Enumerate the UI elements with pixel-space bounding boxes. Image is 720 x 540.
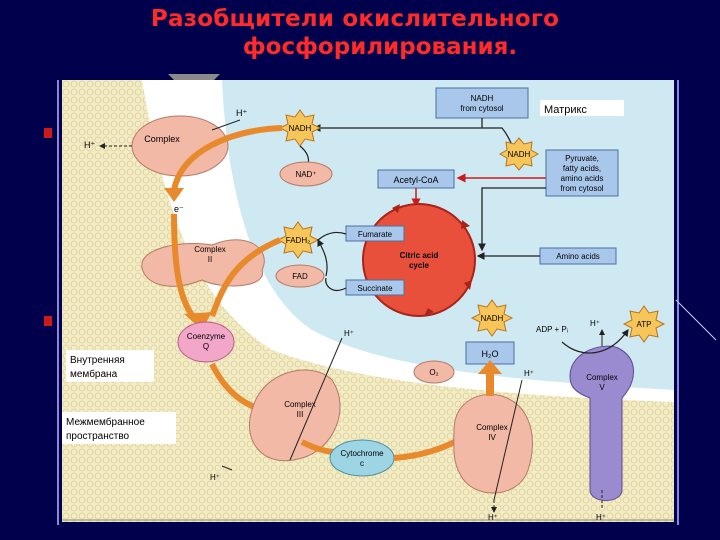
bullet-marker-1 <box>44 128 52 138</box>
nadh-bottom-label: NADH <box>481 314 504 323</box>
inner-membrane-label-box <box>66 350 154 382</box>
complex-iii-label-2: III <box>297 410 304 419</box>
slide-title: Разобщители окислительного фосфорилирова… <box>0 6 720 60</box>
citric-label-2: cycle <box>409 261 430 270</box>
coenzyme-label-2: Q <box>203 342 209 351</box>
h-plus-1: H⁺ <box>236 108 247 118</box>
fad-ellipse <box>275 264 325 288</box>
h2o-label: H₂O <box>482 349 499 359</box>
nadh-cytosol-label-1: NADH <box>471 94 494 103</box>
nadh-right-label: NADH <box>508 150 531 159</box>
complex-v-label-2: V <box>599 383 605 392</box>
pyruvate-label-3: amino acids <box>561 174 604 183</box>
h-plus-8: H⁺ <box>590 319 600 328</box>
o2-ellipse <box>413 360 455 384</box>
cytochrome-label-2: c <box>360 459 364 468</box>
o2-label: O₂ <box>429 368 438 377</box>
intermembrane-label-box <box>62 412 176 444</box>
h-plus-2: H⁺ <box>84 140 95 150</box>
cytochrome-c <box>329 439 395 477</box>
h-plus-6: H⁺ <box>488 513 498 522</box>
coenzyme-label-1: Coenzyme <box>187 332 226 341</box>
adp-label: ADP + Pᵢ <box>536 325 568 334</box>
complex-ii-label-2: II <box>208 255 212 264</box>
diagram-svg: Матрикс NADH from cytosol Pyruvate, fatt… <box>62 80 674 522</box>
coenzyme-q <box>177 321 235 363</box>
intermembrane-label-2: пространство <box>66 431 130 442</box>
succinate-box <box>345 279 405 296</box>
h-plus-7: H⁺ <box>596 513 606 522</box>
h-plus-3: H⁺ <box>344 329 354 338</box>
pyruvate-label-1: Pyruvate, <box>565 154 599 163</box>
intermembrane-label-1: Межмембранное <box>66 416 145 428</box>
title-line-2: фосфорилирования. <box>242 34 518 60</box>
pyruvate-box <box>545 149 619 197</box>
matrix-label: Матрикс <box>544 104 587 116</box>
nadh-star-right <box>498 137 540 171</box>
complex-ii-label-1: Complex <box>194 245 226 254</box>
inner-membrane-label-1: Внутренняя <box>70 355 125 366</box>
nadh-top-label: NADH <box>289 124 312 133</box>
bullet-marker-2 <box>44 316 52 326</box>
h-plus-5: H⁺ <box>524 369 534 378</box>
oxidative-phosphorylation-figure: Матрикс NADH from cytosol Pyruvate, fatt… <box>62 80 674 522</box>
fadh2-label: FADH₂ <box>286 236 310 245</box>
complex-iii <box>248 369 341 462</box>
complex-i-label: Complex <box>144 134 180 144</box>
citric-acid-cycle <box>362 203 476 317</box>
e-minus-label: e⁻ <box>174 204 184 214</box>
nadh-cytosol-box <box>435 87 529 119</box>
complex-v-label-1: Complex <box>586 373 618 382</box>
complex-iii-label-1: Complex <box>284 400 316 409</box>
atp-label: ATP <box>637 320 652 329</box>
matrix-label-box <box>540 100 624 116</box>
amino-acids-label: Amino acids <box>556 252 600 261</box>
cytochrome-label-1: Cytochrome <box>340 449 384 458</box>
nadh-cytosol-label-2: from cytosol <box>460 104 503 113</box>
nad-plus-ellipse <box>279 161 333 187</box>
pyruvate-label-2: fatty acids, <box>563 164 601 173</box>
complex-iv-label-2: IV <box>488 433 496 442</box>
complex-iv-label-1: Complex <box>476 423 508 432</box>
h-plus-4: H⁺ <box>210 473 220 482</box>
title-line-1: Разобщители окислительного <box>150 6 560 32</box>
fad-label: FAD <box>292 272 308 281</box>
atp-star <box>622 305 666 343</box>
citric-label-1: Citric acid <box>400 251 439 260</box>
complex-iv <box>453 393 533 494</box>
fadh2-star <box>276 221 320 259</box>
nadh-star-bottom <box>470 299 514 337</box>
pyruvate-label-4: from cytosol <box>560 184 603 193</box>
complex-v <box>569 345 634 501</box>
succinate-label: Succinate <box>357 284 393 293</box>
nad-plus-label: NAD⁺ <box>295 170 316 179</box>
acetyl-coa-label: Acetyl-CoA <box>393 175 438 185</box>
fumarate-label: Fumarate <box>358 230 393 239</box>
inner-membrane-label-2: мембрана <box>70 368 118 380</box>
